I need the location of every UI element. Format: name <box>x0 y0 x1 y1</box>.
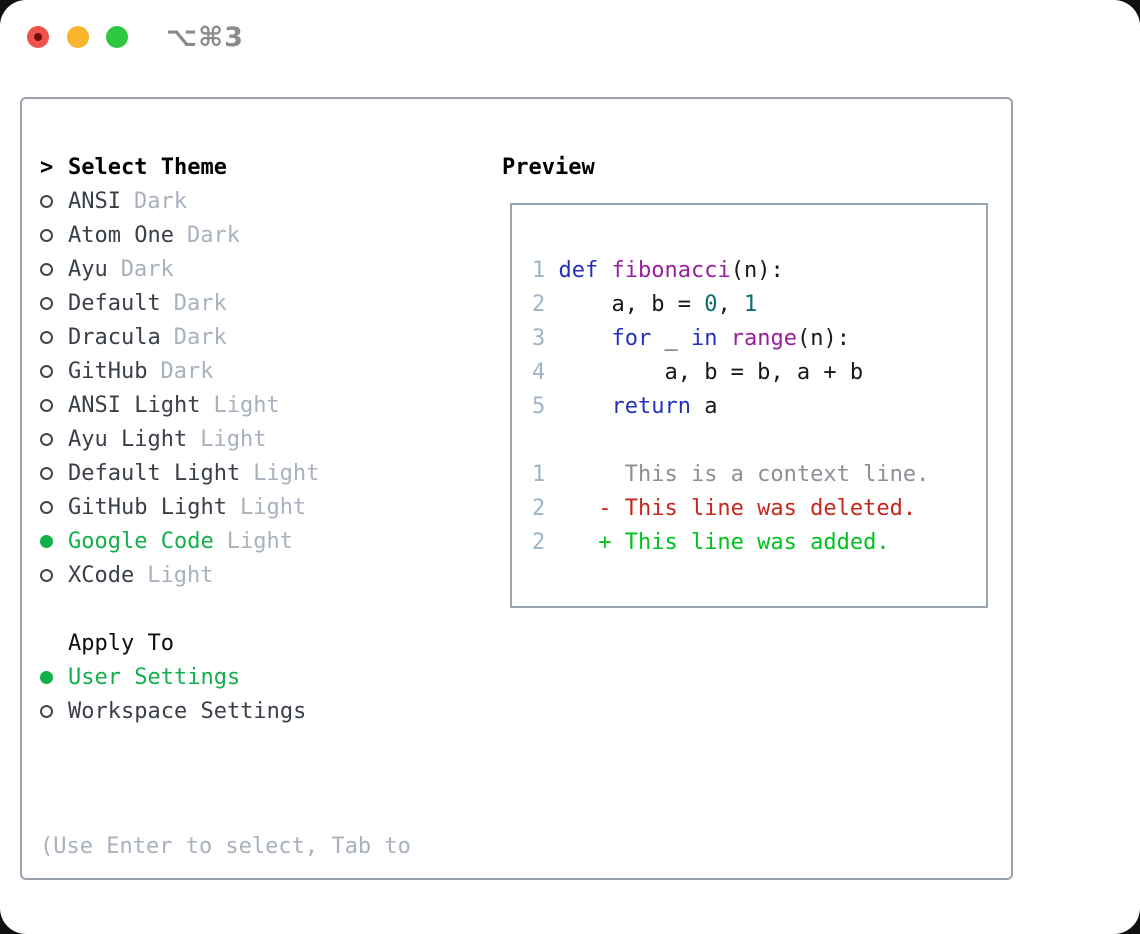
item-label: Google Code <box>68 528 214 554</box>
select-theme-title: Select Theme <box>68 154 227 180</box>
hint-line-1: (Use Enter to select, Tab to <box>40 834 411 859</box>
theme-item-github[interactable]: GitHub Dark <box>40 354 480 388</box>
code-line: 5 return a <box>532 393 718 419</box>
item-tag: Dark <box>120 256 174 282</box>
radio-icon <box>40 364 53 378</box>
item-tag: Light <box>213 392 280 418</box>
theme-item-github-light[interactable]: GitHub Light Light <box>40 490 480 524</box>
theme-item-xcode[interactable]: XCode Light <box>40 558 480 592</box>
theme-item-ayu-light[interactable]: Ayu Light Light <box>40 422 480 456</box>
radio-icon <box>40 500 53 514</box>
item-label: GitHub <box>68 358 148 384</box>
preview-code: 1 def fibonacci(n): 2 a, b = 0, 1 3 for _ … <box>532 253 929 559</box>
window-title: ⌥⌘3 <box>166 22 244 53</box>
radio-icon <box>40 262 53 276</box>
item-tag: Light <box>253 460 320 486</box>
item-tag: Dark <box>160 358 214 384</box>
item-label: ANSI Light <box>68 392 201 418</box>
radio-icon <box>40 704 53 718</box>
code-line: 4 a, b = b, a + b <box>532 359 864 385</box>
item-label: Default Light <box>68 460 241 486</box>
titlebar: ⌥⌘3 <box>0 0 1140 97</box>
theme-item-dracula[interactable]: Dracula Dark <box>40 320 480 354</box>
code-line <box>532 423 929 457</box>
item-tag: Light <box>200 426 267 452</box>
preview-title: Preview <box>502 154 595 180</box>
item-label: XCode <box>68 562 135 588</box>
theme-item-google-code[interactable]: Google Code Light <box>40 524 480 558</box>
radio-icon <box>40 194 53 208</box>
code-line: 1 def fibonacci(n): <box>532 257 784 283</box>
item-tag: Dark <box>173 290 227 316</box>
radio-icon <box>40 432 53 446</box>
theme-item-ansi-light[interactable]: ANSI Light Light <box>40 388 480 422</box>
item-tag: Light <box>239 494 307 520</box>
focus-caret-icon: > <box>40 154 54 180</box>
item-label: Ayu Light <box>68 426 188 452</box>
radio-icon <box>40 466 53 480</box>
radio-icon <box>40 296 53 310</box>
spacer <box>40 592 480 626</box>
item-label: Workspace Settings <box>68 698 307 724</box>
radio-icon <box>40 330 53 344</box>
item-label: Default <box>68 290 161 316</box>
apply-option-user-settings[interactable]: User Settings <box>40 660 480 694</box>
select-theme-header: > Select Theme <box>40 150 480 184</box>
theme-item-default-light[interactable]: Default Light Light <box>40 456 480 490</box>
item-tag: Dark <box>133 188 187 214</box>
theme-item-ayu[interactable]: Ayu Dark <box>40 252 480 286</box>
radio-icon <box>40 568 53 582</box>
theme-item-atom-one[interactable]: Atom One Dark <box>40 218 480 252</box>
radio-icon <box>40 398 53 412</box>
item-tag: Light <box>226 528 293 554</box>
spacer <box>40 728 480 762</box>
zoom-button[interactable] <box>106 26 128 48</box>
item-label: Atom One <box>68 222 174 248</box>
item-tag: Light <box>147 562 214 588</box>
code-line: 2 - This line was deleted. <box>532 495 917 521</box>
item-label: Dracula <box>68 324 161 350</box>
item-tag: Dark <box>173 324 227 350</box>
apply-to-title: Apply To <box>68 630 174 656</box>
apply-to-header: Apply To <box>40 626 480 660</box>
minimize-button[interactable] <box>67 26 89 48</box>
code-line: 2 + This line was added. <box>532 529 890 555</box>
radio-selected-icon <box>40 534 53 548</box>
theme-item-ansi[interactable]: ANSI Dark <box>40 184 480 218</box>
keyboard-hint: (Use Enter to select, Tab to change focu… <box>40 762 480 934</box>
theme-item-default[interactable]: Default Dark <box>40 286 480 320</box>
item-label: User Settings <box>68 664 241 690</box>
code-line: 3 for _ in range(n): <box>532 325 850 351</box>
item-label: ANSI <box>68 188 121 214</box>
radio-icon <box>40 228 53 242</box>
radio-selected-icon <box>40 670 53 684</box>
code-line: 1 This is a context line. <box>532 461 930 487</box>
item-tag: Dark <box>186 222 240 248</box>
item-label: Ayu <box>68 256 108 282</box>
item-label: GitHub Light <box>68 494 227 520</box>
code-line: 2 a, b = 0, 1 <box>532 291 758 317</box>
apply-option-workspace-settings[interactable]: Workspace Settings <box>40 694 480 728</box>
preview-box: 1 def fibonacci(n): 2 a, b = 0, 1 3 for _ … <box>510 203 988 608</box>
close-button[interactable] <box>27 26 49 48</box>
